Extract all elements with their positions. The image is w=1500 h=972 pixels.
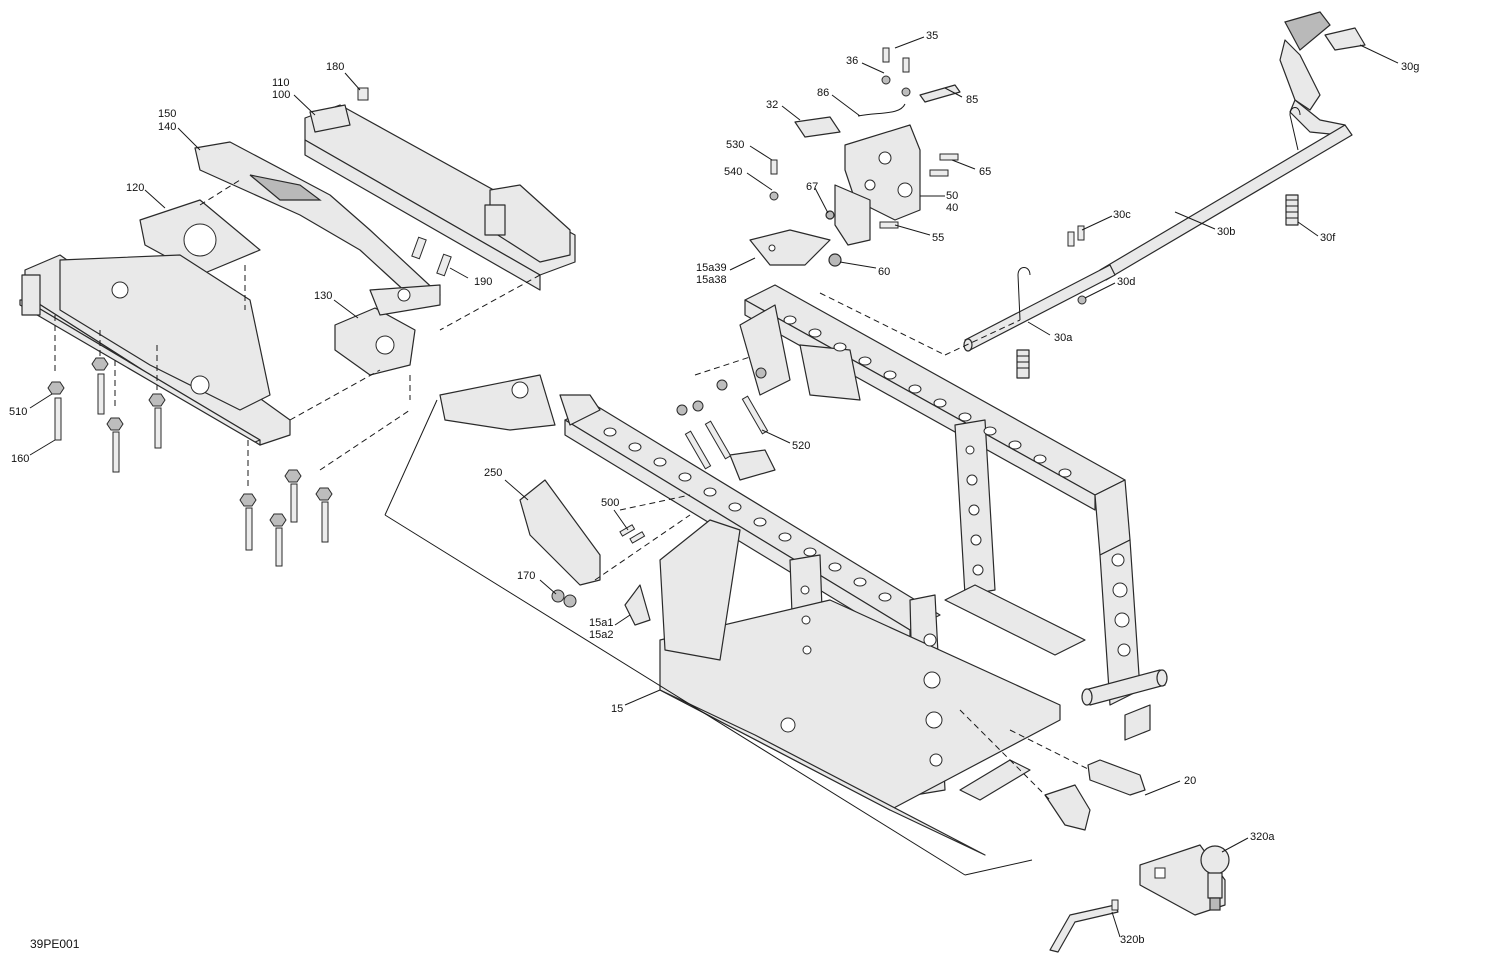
callout-320a: 320a — [1250, 831, 1275, 843]
callout-15: 15 — [611, 703, 623, 715]
callout-160: 160 — [11, 453, 29, 465]
callout-85: 85 — [966, 94, 978, 106]
spring-30a — [1016, 349, 1030, 379]
callout-32: 32 — [766, 99, 778, 111]
callout-30f: 30f — [1320, 232, 1336, 244]
callout-530: 530 — [726, 139, 744, 151]
spring-30f — [1285, 194, 1299, 226]
callout-15a2: 15a2 — [589, 629, 613, 641]
beam-holes — [603, 315, 1131, 767]
callout-30d: 30d — [1117, 276, 1135, 288]
callout-40: 40 — [946, 202, 958, 214]
callout-36: 36 — [846, 55, 858, 67]
bolt-190 — [411, 236, 452, 277]
callout-86: 86 — [817, 87, 829, 99]
callout-510: 510 — [9, 406, 27, 418]
callout-150: 150 — [158, 108, 176, 120]
bolt-180 — [357, 87, 369, 101]
leader-lines — [29, 36, 1399, 938]
callout-30g: 30g — [1401, 61, 1419, 73]
explode-lines-main — [384, 292, 1091, 876]
callout-30b: 30b — [1217, 226, 1235, 238]
callout-15a38: 15a38 — [696, 274, 727, 286]
callout-190: 190 — [474, 276, 492, 288]
callout-250: 250 — [484, 467, 502, 479]
rear-subframe-assembly — [19, 87, 576, 446]
callout-55: 55 — [932, 232, 944, 244]
callout-60: 60 — [878, 266, 890, 278]
hitch-assembly-320 — [1049, 844, 1230, 953]
callout-30c: 30c — [1113, 209, 1131, 221]
callout-500: 500 — [601, 497, 619, 509]
upper-bracket-assembly — [749, 47, 961, 267]
callout-20: 20 — [1184, 775, 1196, 787]
callout-15a39: 15a39 — [696, 262, 727, 274]
fasteners-510-160 — [47, 357, 333, 567]
callout-140: 140 — [158, 121, 176, 133]
callout-labels: 180 110 100 150 140 120 190 130 510 160 … — [9, 30, 1419, 946]
callout-320b: 320b — [1120, 934, 1144, 946]
callout-110: 110 — [272, 77, 290, 89]
callout-35: 35 — [926, 30, 938, 42]
callout-120: 120 — [126, 182, 144, 194]
callout-30a: 30a — [1054, 332, 1073, 344]
callout-50: 50 — [946, 190, 958, 202]
callout-100: 100 — [272, 89, 290, 101]
handle-rod-assembly — [963, 11, 1366, 379]
callout-65: 65 — [979, 166, 991, 178]
callout-130: 130 — [314, 290, 332, 302]
main-frame-15 — [439, 284, 1168, 856]
callout-15a1: 15a1 — [589, 617, 613, 629]
diagram-reference-code: 39PE001 — [30, 937, 80, 951]
callout-520: 520 — [792, 440, 810, 452]
callout-170: 170 — [517, 570, 535, 582]
callout-67: 67 — [806, 181, 818, 193]
callout-180: 180 — [326, 61, 344, 73]
callout-540: 540 — [724, 166, 742, 178]
explode-lines-left — [54, 179, 541, 490]
